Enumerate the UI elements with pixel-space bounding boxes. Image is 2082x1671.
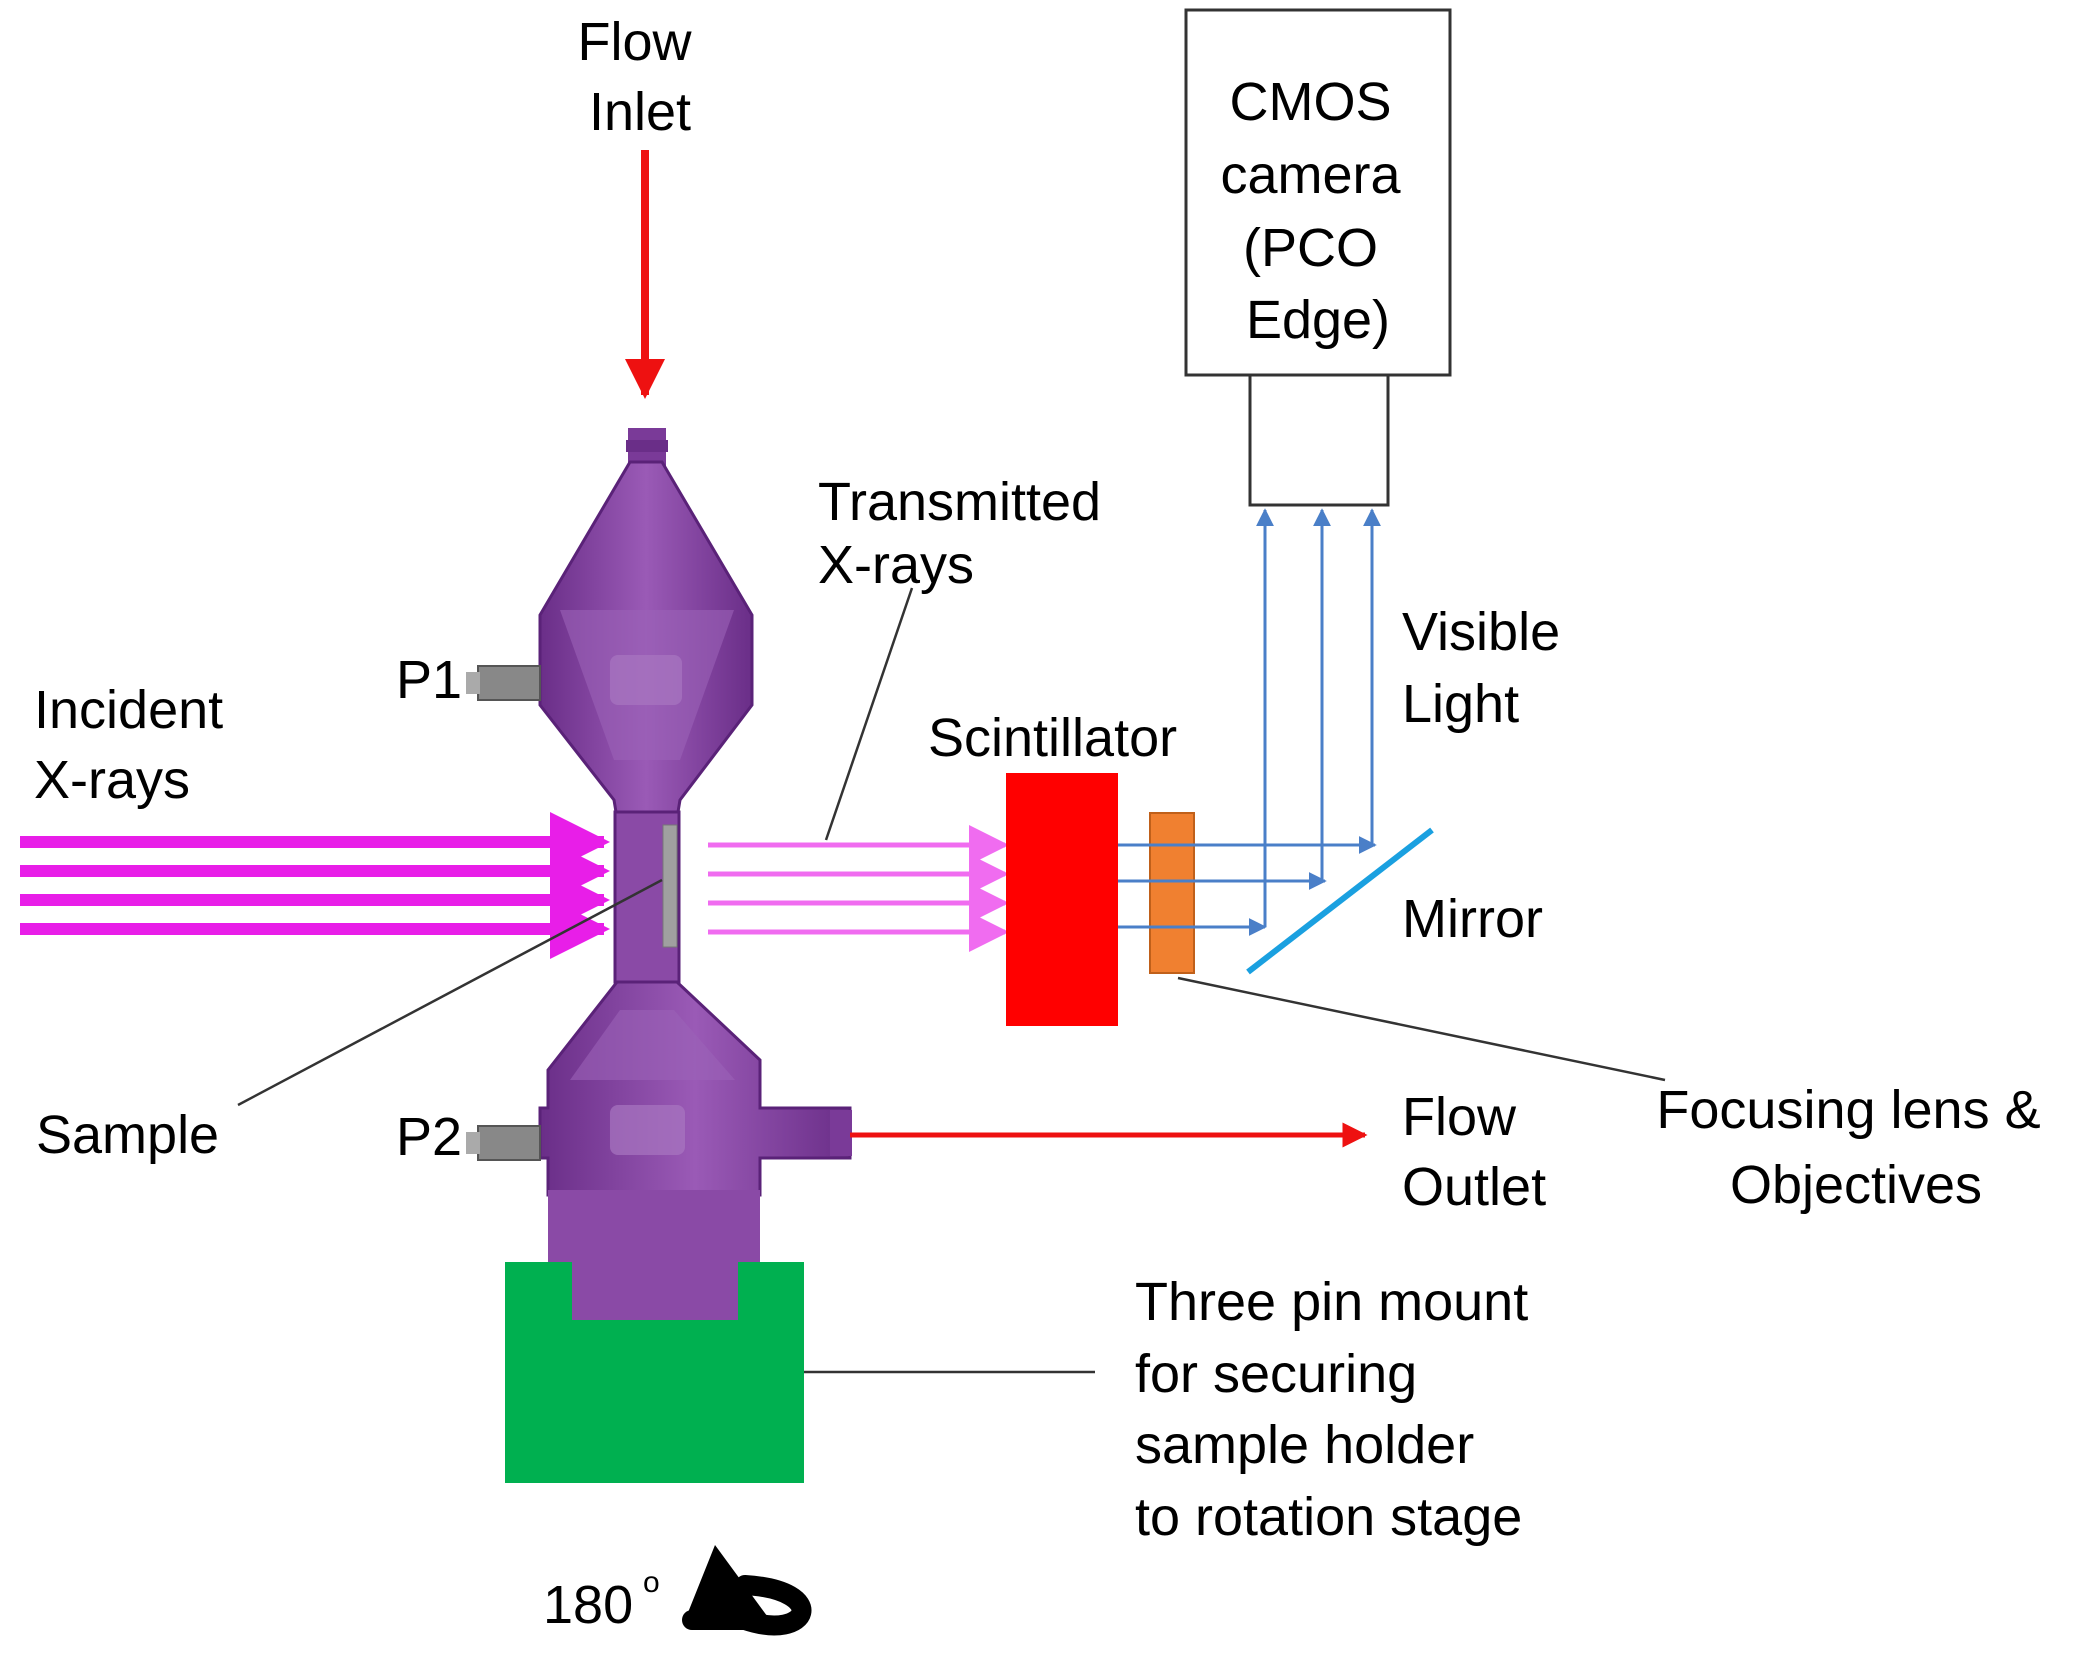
- mount-line-2: for securing: [1135, 1344, 1417, 1404]
- outlet-nozzle: [830, 1110, 852, 1156]
- mount-line-3: sample holder: [1135, 1415, 1474, 1475]
- mount-line-4: to rotation stage: [1135, 1487, 1522, 1547]
- incident-line-2: X-rays: [34, 750, 190, 810]
- p1-label: P1: [396, 650, 462, 710]
- mirror: [1246, 827, 1434, 975]
- three-pin-mount-label: Three pin mount for securing sample hold…: [1135, 1272, 1543, 1547]
- holder-base: [548, 1190, 760, 1320]
- cmos-camera-lens: [1248, 373, 1390, 507]
- flow-outlet-line-1: Flow: [1402, 1087, 1517, 1147]
- curved-arrow-icon: [682, 1575, 812, 1636]
- three-pin-mount: [505, 1262, 804, 1483]
- visible-line-2: Light: [1402, 674, 1519, 734]
- visible-line-1: Visible: [1402, 602, 1560, 662]
- visible-light-label: Visible Light: [1402, 602, 1575, 734]
- incident-xrays-label: Incident X-rays: [34, 680, 238, 810]
- visible-light-vertical: [1256, 508, 1381, 927]
- scintillator-block: [1006, 773, 1118, 1026]
- transmitted-line-2: X-rays: [818, 535, 974, 595]
- sample-strip: [662, 824, 678, 948]
- mirror-label: Mirror: [1402, 889, 1543, 949]
- focusing-line-1: Focusing lens &: [1656, 1080, 2040, 1140]
- flow-outlet-label: Flow Outlet: [1402, 1087, 1546, 1217]
- lens-leader-line: [1177, 976, 1666, 1082]
- flow-inlet-line-1: Flow: [577, 12, 692, 72]
- visible-light-horizontal: [1118, 836, 1377, 936]
- flow-inlet-label: Flow Inlet: [577, 12, 706, 142]
- p2-port: [466, 1125, 541, 1161]
- curved-arrow-head: [685, 1545, 770, 1620]
- transmitted-xrays: [708, 825, 1009, 952]
- sample-leader-line: [237, 878, 663, 1107]
- focusing-line-2: Objectives: [1730, 1155, 1982, 1215]
- cmos-camera-body: [1184, 8, 1452, 377]
- sample-holder: [538, 428, 852, 1320]
- incident-line-1: Incident: [34, 680, 223, 740]
- rotation-label: 180: [543, 1575, 633, 1635]
- p1-port: [466, 665, 541, 701]
- cmos-line-3: (PCO: [1243, 218, 1378, 278]
- p2-label: P2: [396, 1107, 462, 1167]
- cmos-line-1: CMOS: [1229, 72, 1391, 132]
- focusing-lens-label: Focusing lens & Objectives: [1656, 1080, 2055, 1215]
- rotation-degree-sup: o: [643, 1566, 660, 1599]
- mount-line-1: Three pin mount: [1135, 1272, 1528, 1332]
- cmos-line-4: Edge): [1246, 290, 1390, 350]
- flow-inlet-line-2: Inlet: [589, 82, 691, 142]
- focusing-lens: [1149, 812, 1195, 974]
- transmitted-line-1: Transmitted: [818, 472, 1101, 532]
- cmos-camera-label: CMOS camera (PCO Edge): [1220, 72, 1415, 350]
- incident-xrays: [20, 812, 610, 959]
- sample-label: Sample: [36, 1105, 219, 1165]
- cmos-line-2: camera: [1220, 145, 1401, 205]
- transmitted-leader-line: [824, 587, 914, 841]
- transmitted-xrays-label: Transmitted X-rays: [818, 472, 1116, 595]
- flow-outlet-line-2: Outlet: [1402, 1157, 1546, 1217]
- scintillator-label: Scintillator: [928, 708, 1177, 768]
- lower-chamber: [538, 980, 852, 1197]
